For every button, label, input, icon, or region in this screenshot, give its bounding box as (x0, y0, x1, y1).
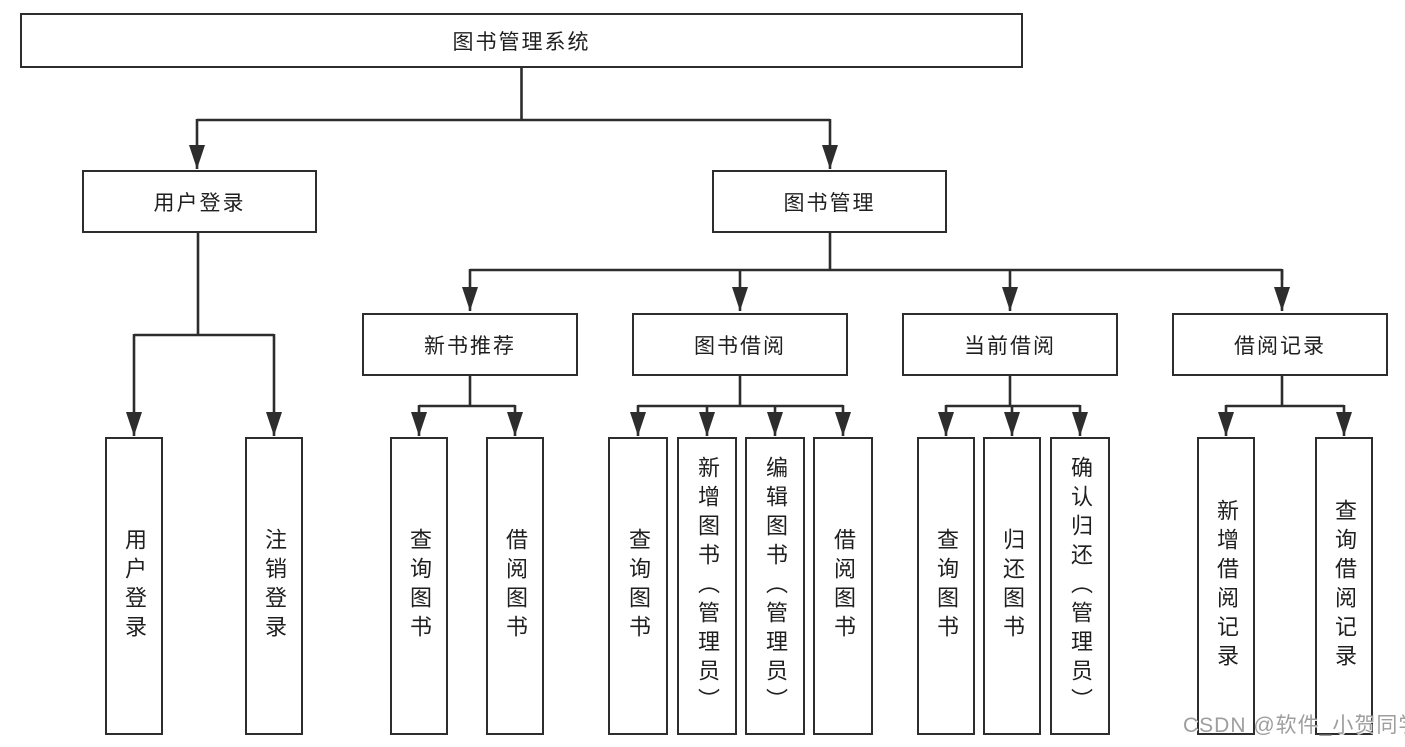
node-current-borrow: 当前借阅 (902, 313, 1118, 376)
leaf-query-borrow-record: 查询借阅记录 (1315, 437, 1373, 735)
node-borrow-records: 借阅记录 (1172, 313, 1388, 376)
csdn-watermark: CSDN @软件_小贺同学 (1183, 714, 1405, 737)
node-new-book-recommend: 新书推荐 (362, 313, 578, 376)
leaf-add-borrow-record: 新增借阅记录 (1197, 437, 1255, 735)
node-library-system-root: 图书管理系统 (20, 13, 1023, 68)
leaf-query-books-borrow: 查询图书 (608, 437, 668, 735)
leaf-borrow-books-recommend: 借阅图书 (486, 437, 544, 735)
node-book-management: 图书管理 (712, 170, 947, 233)
node-book-borrow: 图书借阅 (632, 313, 848, 376)
leaf-logout-login: 注销登录 (245, 437, 303, 735)
leaf-query-books-recommend: 查询图书 (390, 437, 448, 735)
leaf-return-books: 归还图书 (983, 437, 1041, 735)
node-user-login: 用户登录 (82, 170, 317, 233)
leaf-add-books-admin: 新增图书（管理员） (677, 437, 737, 735)
leaf-edit-books-admin: 编辑图书（管理员） (745, 437, 805, 735)
leaf-confirm-return-admin: 确认归还（管理员） (1050, 437, 1110, 735)
leaf-borrow-books: 借阅图书 (813, 437, 873, 735)
leaf-query-books-current: 查询图书 (917, 437, 975, 735)
leaf-user-login: 用户登录 (105, 437, 163, 735)
